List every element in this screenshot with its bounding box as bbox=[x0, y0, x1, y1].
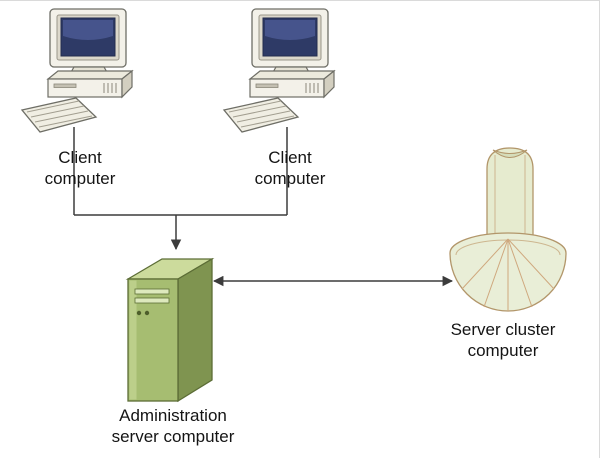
reset-button bbox=[144, 310, 150, 316]
node-server-cluster bbox=[438, 141, 568, 321]
keyboard bbox=[222, 97, 300, 133]
cluster-top-notch bbox=[492, 149, 528, 158]
desktop-computer-icon bbox=[20, 8, 134, 133]
node-admin-server bbox=[118, 253, 218, 403]
node-label-client-left: Client computer bbox=[44, 148, 116, 188]
server-tower-icon bbox=[125, 257, 215, 403]
desktop-computer-icon bbox=[222, 8, 336, 133]
cluster-segment-lines bbox=[461, 238, 555, 311]
node-client-right bbox=[222, 7, 342, 142]
desktop-case-top bbox=[46, 70, 134, 80]
node-client-left bbox=[20, 7, 140, 142]
drive-bay-slit bbox=[134, 288, 170, 295]
server-cluster-icon bbox=[449, 147, 567, 312]
keyboard bbox=[20, 97, 98, 133]
desktop-case-front bbox=[47, 78, 123, 98]
node-label-server-cluster: Server cluster computer bbox=[450, 320, 556, 360]
tower-side-face bbox=[177, 257, 213, 403]
desktop-case-front bbox=[249, 78, 325, 98]
cluster-upper-slab bbox=[486, 147, 534, 257]
node-label-client-right: Client computer bbox=[254, 148, 326, 188]
drive-bay-slit bbox=[134, 297, 170, 304]
desktop-case-top bbox=[248, 70, 336, 80]
power-button bbox=[136, 310, 142, 316]
node-label-admin-server: Administration server computer bbox=[111, 406, 235, 446]
